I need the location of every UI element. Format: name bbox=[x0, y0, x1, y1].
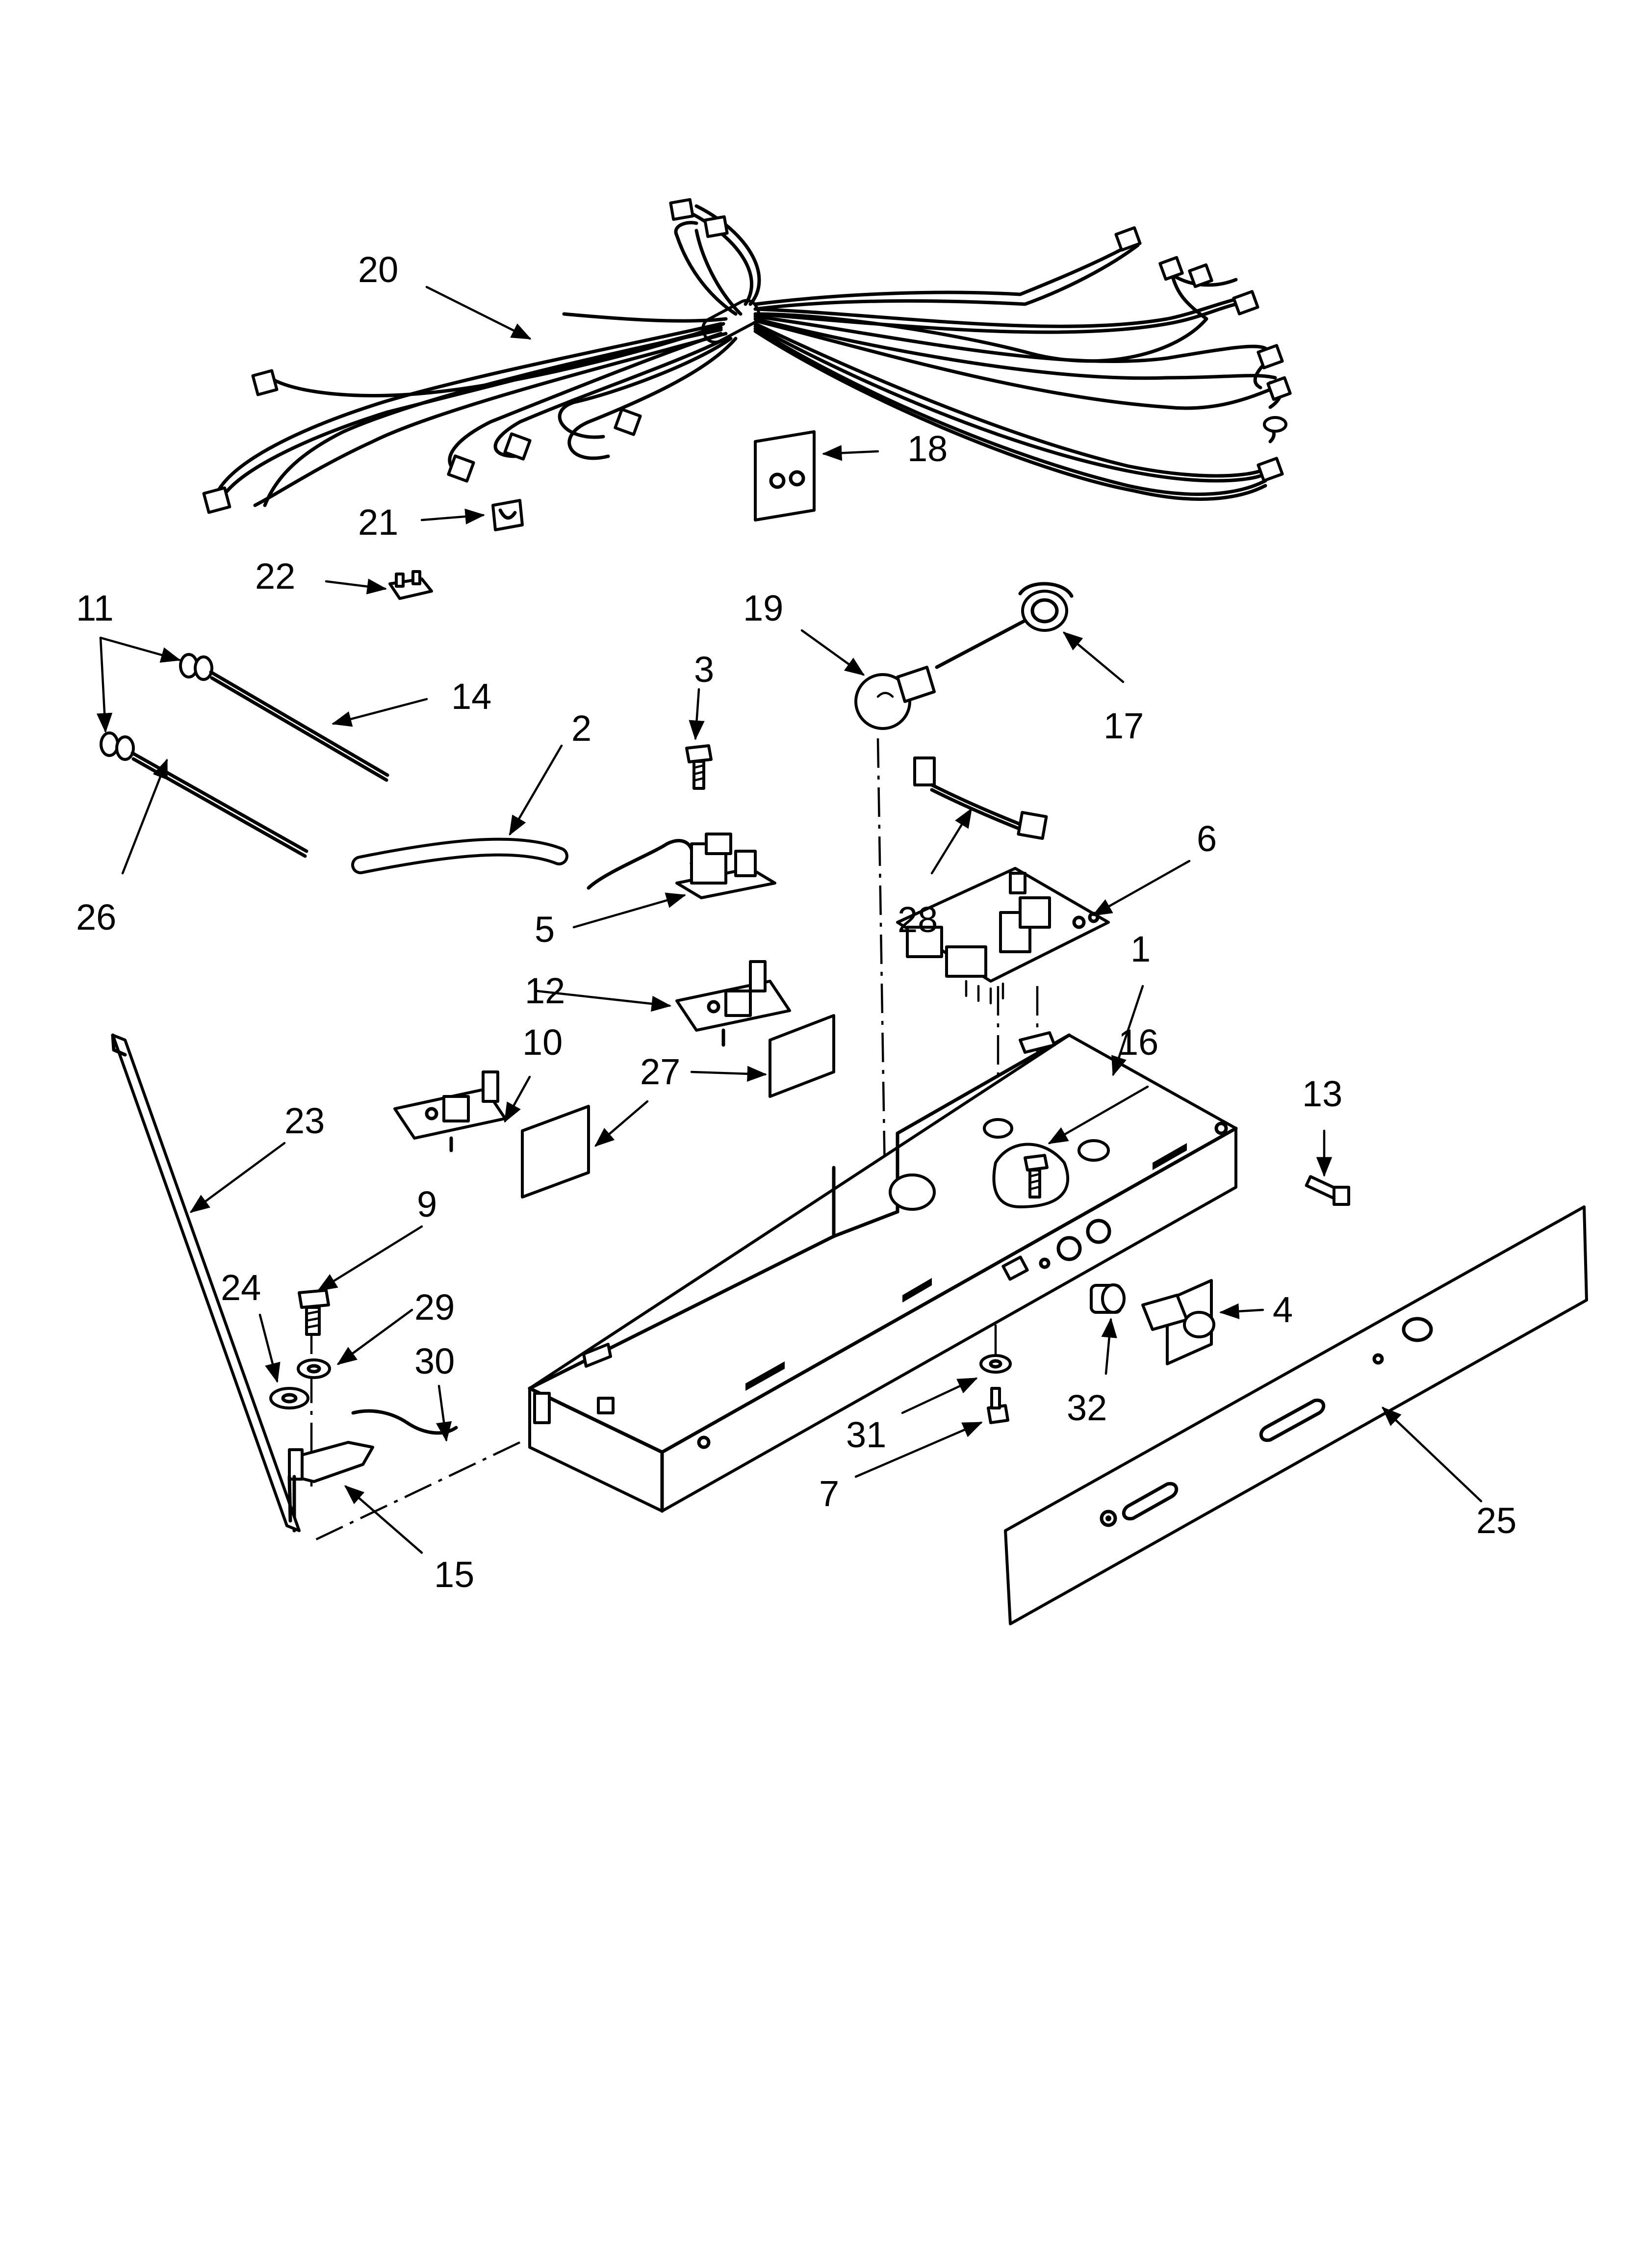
bracket-lower bbox=[393, 1070, 507, 1152]
callout-arrows bbox=[96, 286, 1483, 1554]
callout-16: 16 bbox=[1118, 1022, 1158, 1063]
callout-labels: 1 2 3 4 5 6 7 9 10 11 12 13 14 15 16 17 … bbox=[76, 249, 1516, 1595]
callout-18: 18 bbox=[907, 428, 948, 469]
callout-5: 5 bbox=[535, 909, 555, 950]
callout-23: 23 bbox=[284, 1100, 325, 1141]
callout-30: 30 bbox=[414, 1341, 455, 1382]
callout-7: 7 bbox=[819, 1473, 839, 1514]
foam-pad bbox=[754, 430, 816, 521]
callout-19: 19 bbox=[743, 588, 783, 628]
labels bbox=[521, 1014, 835, 1199]
retainer-clip bbox=[388, 570, 433, 600]
callout-32: 32 bbox=[1067, 1387, 1107, 1428]
callout-6: 6 bbox=[1197, 818, 1217, 859]
screw bbox=[685, 744, 713, 790]
callout-14: 14 bbox=[451, 676, 491, 717]
gasket-strip bbox=[111, 1033, 301, 1532]
callout-27: 27 bbox=[640, 1051, 680, 1092]
relay bbox=[587, 833, 776, 899]
callout-28: 28 bbox=[898, 899, 938, 940]
board-screw bbox=[1024, 1154, 1049, 1199]
callout-20: 20 bbox=[358, 249, 398, 290]
switch bbox=[1141, 1279, 1215, 1365]
bracket-upper bbox=[675, 960, 791, 1047]
washer-and-screw bbox=[979, 1354, 1012, 1424]
callout-31: 31 bbox=[846, 1414, 886, 1455]
wire-harness bbox=[202, 198, 1292, 514]
callout-26: 26 bbox=[76, 897, 116, 938]
callout-22: 22 bbox=[255, 556, 295, 597]
callout-1: 1 bbox=[1130, 929, 1151, 969]
callout-15: 15 bbox=[434, 1554, 474, 1595]
light-bulb bbox=[854, 666, 936, 730]
callout-17: 17 bbox=[1103, 705, 1144, 746]
callout-13: 13 bbox=[1302, 1073, 1342, 1114]
callout-4: 4 bbox=[1273, 1289, 1293, 1330]
callout-2: 2 bbox=[571, 708, 591, 749]
push-button bbox=[1090, 1283, 1126, 1314]
callout-21: 21 bbox=[358, 502, 398, 543]
control-panel bbox=[1004, 1205, 1588, 1625]
light-socket bbox=[935, 582, 1074, 669]
wire-clip bbox=[491, 499, 524, 531]
callout-25: 25 bbox=[1476, 1500, 1516, 1541]
control-board bbox=[896, 867, 1110, 1005]
callout-9: 9 bbox=[417, 1184, 437, 1225]
callout-3: 3 bbox=[694, 649, 714, 690]
callout-29: 29 bbox=[414, 1287, 455, 1328]
hinge-hardware bbox=[269, 1289, 458, 1533]
tube bbox=[351, 837, 568, 874]
callout-10: 10 bbox=[522, 1022, 563, 1063]
callout-11: 11 bbox=[76, 588, 114, 628]
callout-24: 24 bbox=[221, 1267, 261, 1308]
sensor-tubes bbox=[100, 653, 389, 858]
callout-12: 12 bbox=[525, 970, 565, 1011]
control-housing bbox=[528, 1031, 1238, 1513]
wire-jumper bbox=[913, 756, 1048, 840]
housing-screw bbox=[1305, 1175, 1350, 1206]
